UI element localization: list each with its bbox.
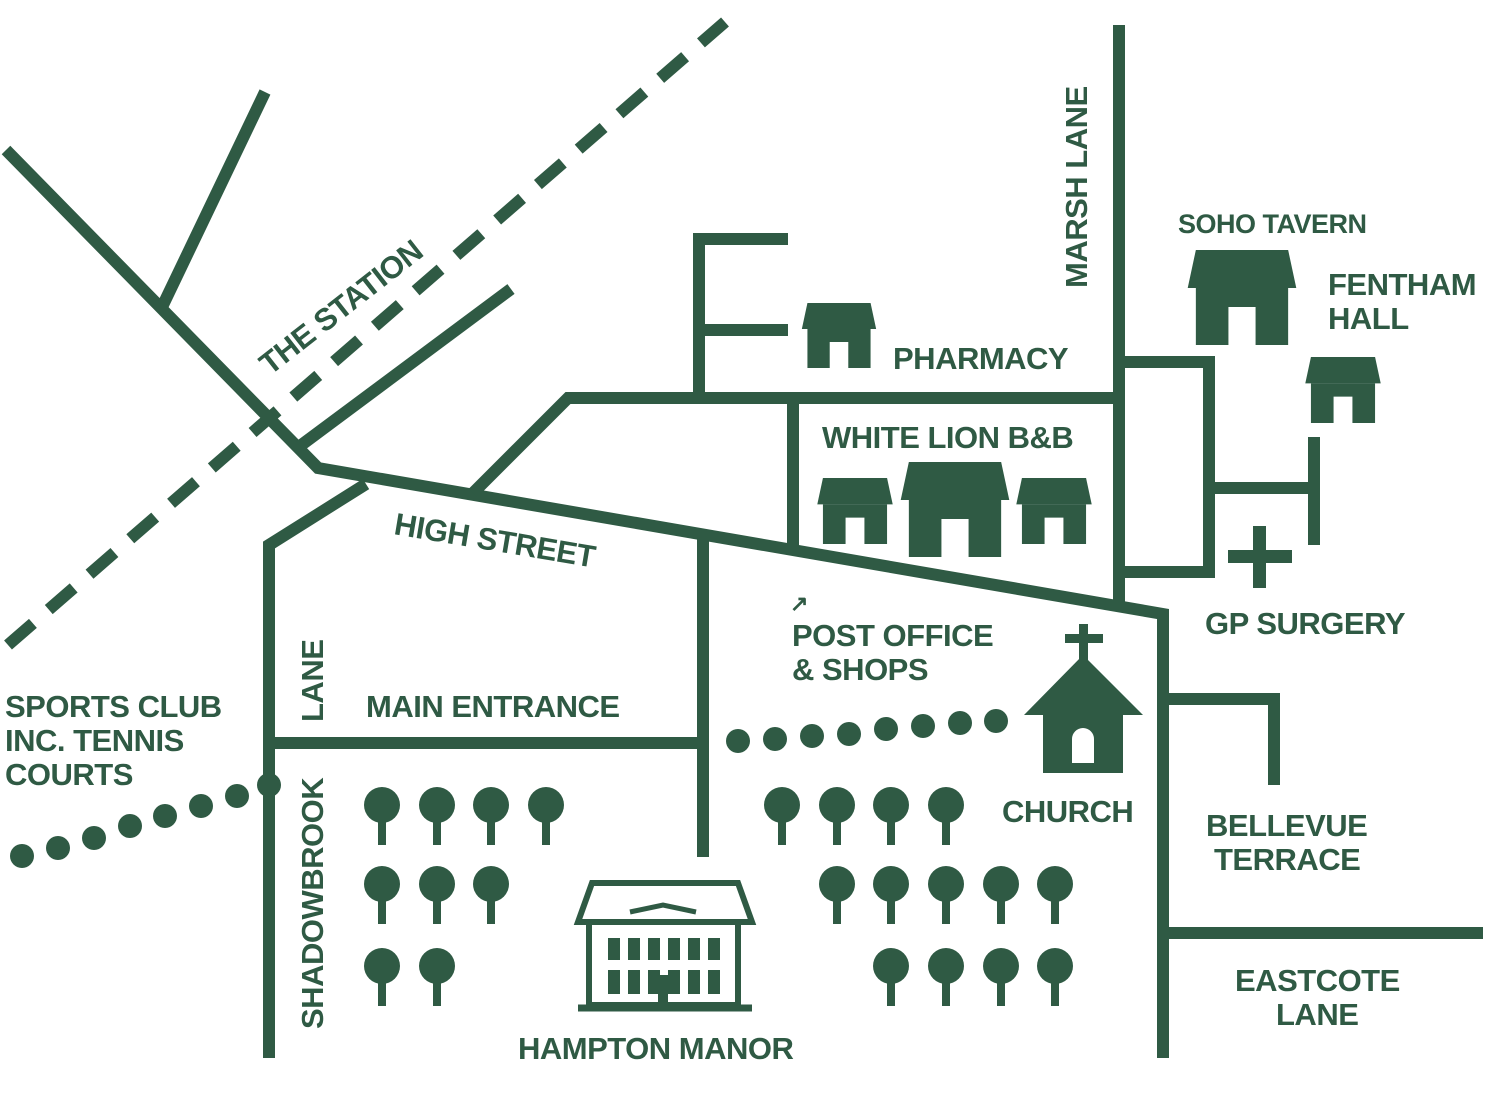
bellevue-terrace-label-line2: TERRACE — [1214, 842, 1360, 877]
post-office-label-line1: POST OFFICE — [792, 618, 993, 653]
eastcote-lane-label-line1: EASTCOTE — [1235, 963, 1400, 998]
pharmacy-house-icon — [801, 303, 877, 368]
sports-club-label-line1: SPORTS CLUB — [5, 689, 222, 724]
fentham-hall-label-line1: FENTHAM — [1328, 267, 1476, 302]
tree-icon — [928, 866, 964, 924]
fentham-hall-label-line2: HALL — [1328, 301, 1409, 336]
lane-label: LANE — [295, 640, 330, 722]
tree-icon — [473, 787, 509, 845]
pharmacy-label: PHARMACY — [893, 341, 1069, 376]
footpath-sports-club — [10, 773, 281, 868]
upper-loop-road — [468, 392, 1119, 498]
tree-icon — [983, 948, 1019, 1006]
hampton-manor-label: HAMPTON MANOR — [518, 1031, 793, 1066]
post-office-arrow-icon: ↗ — [790, 591, 808, 616]
medical-cross-icon — [1228, 526, 1292, 588]
tree-icon — [928, 787, 964, 845]
soho-tavern-house-icon — [1187, 250, 1297, 345]
fentham-hall-house-icon — [1305, 357, 1381, 423]
railway-line — [4, 17, 729, 650]
tree-icon — [473, 866, 509, 924]
tree-icon — [873, 787, 909, 845]
sports-club-label-line2: INC. TENNIS — [5, 723, 184, 758]
station-branch-road — [157, 89, 271, 308]
tree-icon — [419, 866, 455, 924]
bellevue-terrace-label-line1: BELLEVUE — [1206, 808, 1367, 843]
tree-icon — [419, 948, 455, 1006]
marsh-lane-label: MARSH LANE — [1059, 86, 1094, 288]
tree-icon — [873, 866, 909, 924]
post-office-label-line2: & SHOPS — [792, 652, 928, 687]
station-road — [1, 145, 1169, 1058]
tree-icon — [1037, 948, 1073, 1006]
bellevue-terrace-road — [1163, 693, 1280, 785]
main-entrance-label: MAIN ENTRANCE — [366, 689, 620, 724]
soho-tavern-label: SOHO TAVERN — [1178, 209, 1367, 239]
tree-icon — [819, 787, 855, 845]
tree-icon — [819, 866, 855, 924]
tree-icon — [364, 948, 400, 1006]
tree-icon — [928, 948, 964, 1006]
church-label: CHURCH — [1002, 794, 1133, 829]
tree-icon — [983, 866, 1019, 924]
eastcote-lane-label-line2: LANE — [1276, 997, 1358, 1032]
white-lion-house-icon-left — [817, 478, 893, 544]
tree-icon — [364, 866, 400, 924]
white-lion-house-icon-right — [1016, 478, 1092, 544]
tree-icon — [528, 787, 564, 845]
shadowbrook-label: SHADOWBROOK — [295, 777, 330, 1029]
tree-icon — [1037, 866, 1073, 924]
manor-house-icon — [573, 880, 757, 1012]
marsh-lane-loop-road — [1119, 356, 1215, 578]
tree-icon — [419, 787, 455, 845]
sports-club-label-line3: COURTS — [5, 757, 133, 792]
footpath-church — [726, 709, 1008, 753]
church-icon — [1024, 624, 1143, 773]
white-lion-label: WHITE LION B&B — [822, 420, 1073, 455]
station-approach-road — [296, 284, 515, 451]
tree-icon — [364, 787, 400, 845]
white-lion-house-icon-center — [900, 462, 1010, 557]
pharmacy-spur-road — [693, 233, 788, 398]
shadowbrook-lane-road — [263, 478, 370, 1058]
gp-surgery-label: GP SURGERY — [1205, 606, 1406, 641]
tree-icon — [764, 787, 800, 845]
tree-icon — [873, 948, 909, 1006]
